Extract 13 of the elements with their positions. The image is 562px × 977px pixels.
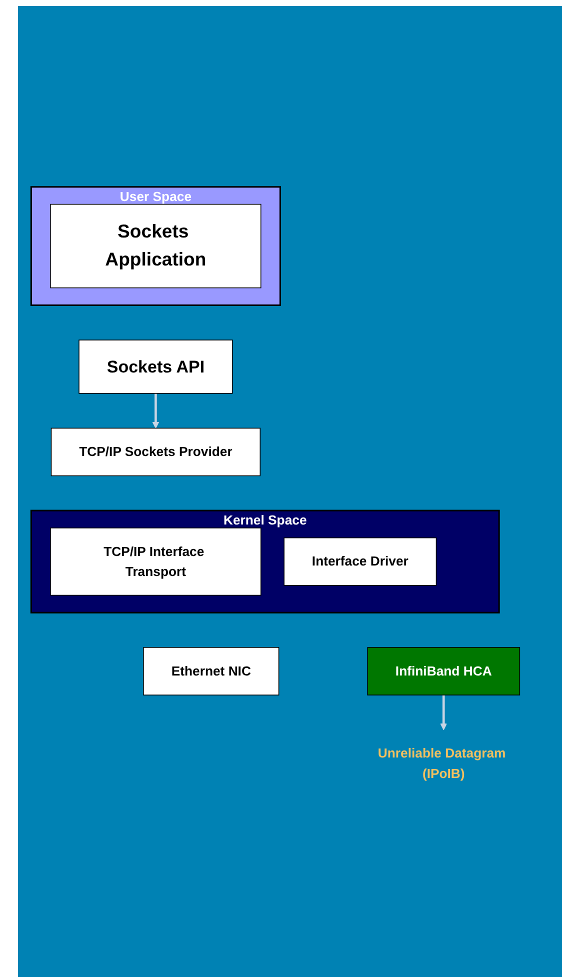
arrow bbox=[440, 694, 448, 730]
node-box bbox=[284, 536, 437, 586]
node-text: Unreliable Datagram (IPoIB) bbox=[378, 746, 506, 780]
node-box bbox=[50, 527, 262, 596]
cluster bbox=[30, 509, 500, 613]
cluster bbox=[30, 186, 281, 306]
node-box bbox=[367, 646, 520, 695]
node-box bbox=[50, 427, 261, 476]
node-box bbox=[143, 646, 280, 695]
node-box bbox=[78, 339, 233, 394]
diagram-background: Kernel Space User Space Sockets Application Sockets API TCP/IP Sockets Provider TCP/IP Interface Transport Interface Driver Ethernet NIC InfiniBand HCA Unreliable Datagram (IPoIB) bbox=[18, 6, 562, 977]
arrow bbox=[152, 392, 160, 428]
node-box bbox=[50, 203, 262, 288]
